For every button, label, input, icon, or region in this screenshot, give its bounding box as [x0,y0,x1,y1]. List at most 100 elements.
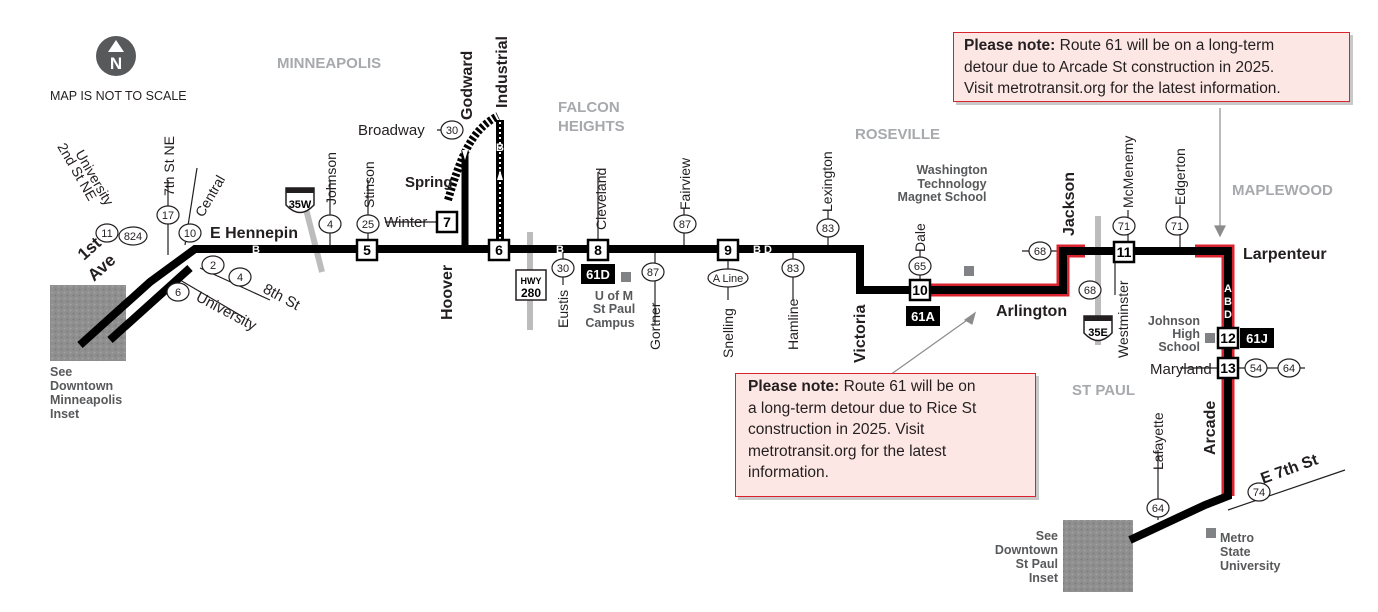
route-badge-label: 68 [1084,285,1096,297]
brt-a: A [1224,283,1232,295]
timepoint-8[interactable] [586,238,610,262]
route-badge-label: 824 [124,231,142,243]
uofm-marker [621,272,631,282]
street-larpenteur: Larpenteur [1243,246,1327,263]
street-westminster: Westminster [1115,280,1131,358]
street-snelling: Snelling [720,308,736,358]
street-victoria: Victoria [852,305,869,364]
area-falcon: FALCON [558,99,620,116]
downtown-minneapolis-inset[interactable] [50,285,126,361]
route-badge-label: 2 [210,260,216,272]
svg-text:HWY: HWY [521,276,542,286]
route-badge-r2 [201,255,225,275]
place-metro-3: University [1220,559,1280,573]
svg-text:35E: 35E [1088,327,1108,339]
route-badge-r54 [1244,358,1268,378]
street-hoover: Hoover [439,265,456,320]
route-badge-a_line [707,268,749,288]
place-uofm-2: St Paul [593,302,635,316]
route-badge-label: 30 [557,263,569,275]
timepoint-7[interactable] [435,210,459,234]
route-badge-r4b [318,214,342,234]
street-lafayette: Lafayette [1150,412,1166,470]
timepoint-10[interactable] [908,278,932,302]
street-cleveland: Cleveland [593,168,609,230]
street-maryland: Maryland [1150,361,1212,378]
route-badge-r65 [908,256,932,276]
area-minneapolis: MINNEAPOLIS [277,55,381,72]
place-dt-stp-1: See [1036,529,1058,543]
route-61-line [77,245,1232,544]
street-edgerton: Edgerton [1172,148,1188,205]
route-badge-label: 17 [162,210,174,222]
place-johnson-hs-3: School [1158,340,1200,354]
street-hamline: Hamline [785,298,801,350]
timepoint-9[interactable] [716,238,740,262]
street-jackson: Jackson [1061,172,1078,236]
timepoint-label: 6 [495,242,503,258]
place-uofm-3: Campus [585,316,634,330]
street-gortner: Gortner [647,302,663,350]
arcade-detour-note: Please note: Route 61 will be on a long-… [953,32,1350,102]
timepoint-label: 8 [594,242,602,258]
timepoint-6[interactable] [487,238,511,262]
street-broadway: Broadway [358,122,425,139]
route-badge-r25 [356,214,380,234]
place-dt-mpls-3: Minneapolis [50,393,122,407]
timepoint-12[interactable] [1216,326,1240,350]
route-badge-r17 [156,205,180,225]
scale-note: MAP IS NOT TO SCALE [50,89,187,103]
route-badge-r71a [1112,216,1136,236]
street-winter: Winter [384,214,427,231]
place-metro-2: State [1220,545,1251,559]
route-badge-r64b [1146,498,1170,518]
place-johnson-hs-1: Johnson [1148,314,1200,328]
street-godward: Godward [459,51,476,120]
area-heights: HEIGHTS [558,118,625,135]
route-badge-r71b [1165,216,1189,236]
route-badge-label: 4 [327,219,333,231]
route-badge-label: 10 [184,228,196,240]
timepoint-label: 7 [443,214,451,230]
route-badge-label: 25 [362,219,374,231]
place-washington-1: Washington [916,163,987,177]
route-badge-r30a [440,120,464,140]
area-roseville: ROSEVILLE [855,126,940,143]
timepoint-label: 13 [1220,360,1236,376]
place-uofm-1: U of M [595,289,633,303]
svg-text:61D: 61D [586,267,610,282]
place-washington-2: Technology [917,177,986,191]
place-dt-stp-2: Downtown [995,543,1058,557]
place-dt-mpls-2: Downtown [50,379,113,393]
downtown-st-paul-inset[interactable] [1063,520,1133,592]
route-badge-r83b [781,258,805,278]
street-8th-st: 8th St [260,281,303,315]
route-badge-r74 [1247,482,1271,502]
street-arcade: Arcade [1202,401,1219,455]
street-e-7th-st: E 7th St [1259,451,1321,488]
branch-61d [581,264,615,284]
i35e-shield-icon [1083,315,1113,342]
branch-61j [1240,328,1274,348]
svg-text:280: 280 [521,286,541,300]
route-badge-label: 87 [647,267,659,279]
street-industrial: Industrial [494,36,511,108]
svg-text:61A: 61A [911,309,935,324]
timepoint-11[interactable] [1112,240,1136,264]
route-badge-r87a [673,214,697,234]
place-dt-mpls-4: Inset [50,407,80,421]
street-fairview: Fairview [677,157,693,210]
timepoint-13[interactable] [1216,356,1240,380]
route-badge-r87b [641,262,665,282]
timepoint-label: 5 [363,242,371,258]
place-dt-stp-3: St Paul [1016,557,1058,571]
route-badge-label: 64 [1152,503,1164,515]
street-stinson: Stinson [361,161,377,208]
route-badge-label: 68 [1034,246,1046,258]
svg-text:N: N [110,54,122,73]
street-lexington: Lexington [819,151,835,212]
washington-tech-marker [964,266,974,276]
timepoint-5[interactable] [355,238,379,262]
brt-b-arcade: B [1224,296,1232,308]
